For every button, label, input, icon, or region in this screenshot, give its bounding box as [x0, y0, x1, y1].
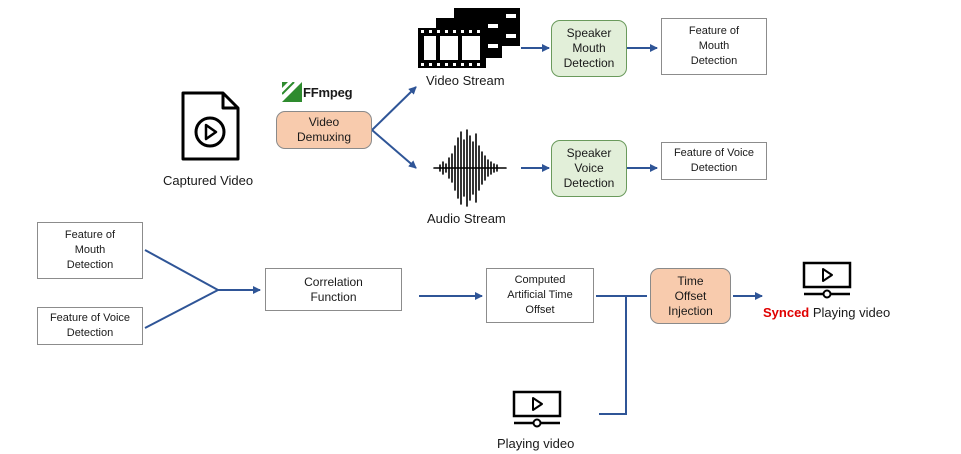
feature-mouth-detection-top: Feature of Mouth Detection: [661, 18, 767, 75]
film-strip-icon: [418, 8, 520, 68]
captured-video-label: Captured Video: [163, 173, 254, 188]
time-offset-injection-box: Time Offset Injection: [650, 268, 731, 324]
synced-word: Synced: [763, 305, 810, 320]
line-mouth-merge: [144, 249, 219, 291]
feature-mouth-detection-bottom: Feature of Mouth Detection: [37, 222, 143, 279]
speaker-voice-detection-box: Speaker Voice Detection: [551, 140, 627, 197]
computed-offset-box: Computed Artificial Time Offset: [486, 268, 594, 323]
playing-video-label: Playing video: [497, 436, 575, 451]
video-stream-label: Video Stream: [426, 73, 505, 88]
line-playing-video-branch: [599, 296, 627, 415]
video-player-icon: [512, 390, 562, 428]
ffmpeg-logo-icon: [282, 82, 302, 102]
audio-stream-label: Audio Stream: [427, 211, 506, 226]
correlation-function-box: Correlation Function: [265, 268, 402, 311]
line-voice-merge: [144, 289, 219, 329]
arrow-demux-to-video: [371, 86, 417, 131]
video-player-icon: [802, 261, 852, 299]
synced-rest: Playing video: [809, 305, 891, 320]
synced-playing-video-label: Synced Playing video: [763, 305, 890, 320]
arrow-demux-to-audio: [371, 129, 417, 169]
audio-waveform-icon: [433, 129, 507, 207]
video-demuxing-box: Video Demuxing: [276, 111, 372, 149]
file-video-icon: [181, 91, 240, 161]
feature-voice-detection-top: Feature of Voice Detection: [661, 142, 767, 180]
ffmpeg-logo-text: FFmpeg: [303, 85, 353, 100]
speaker-mouth-detection-box: Speaker Mouth Detection: [551, 20, 627, 77]
feature-voice-detection-bottom: Feature of Voice Detection: [37, 307, 143, 345]
